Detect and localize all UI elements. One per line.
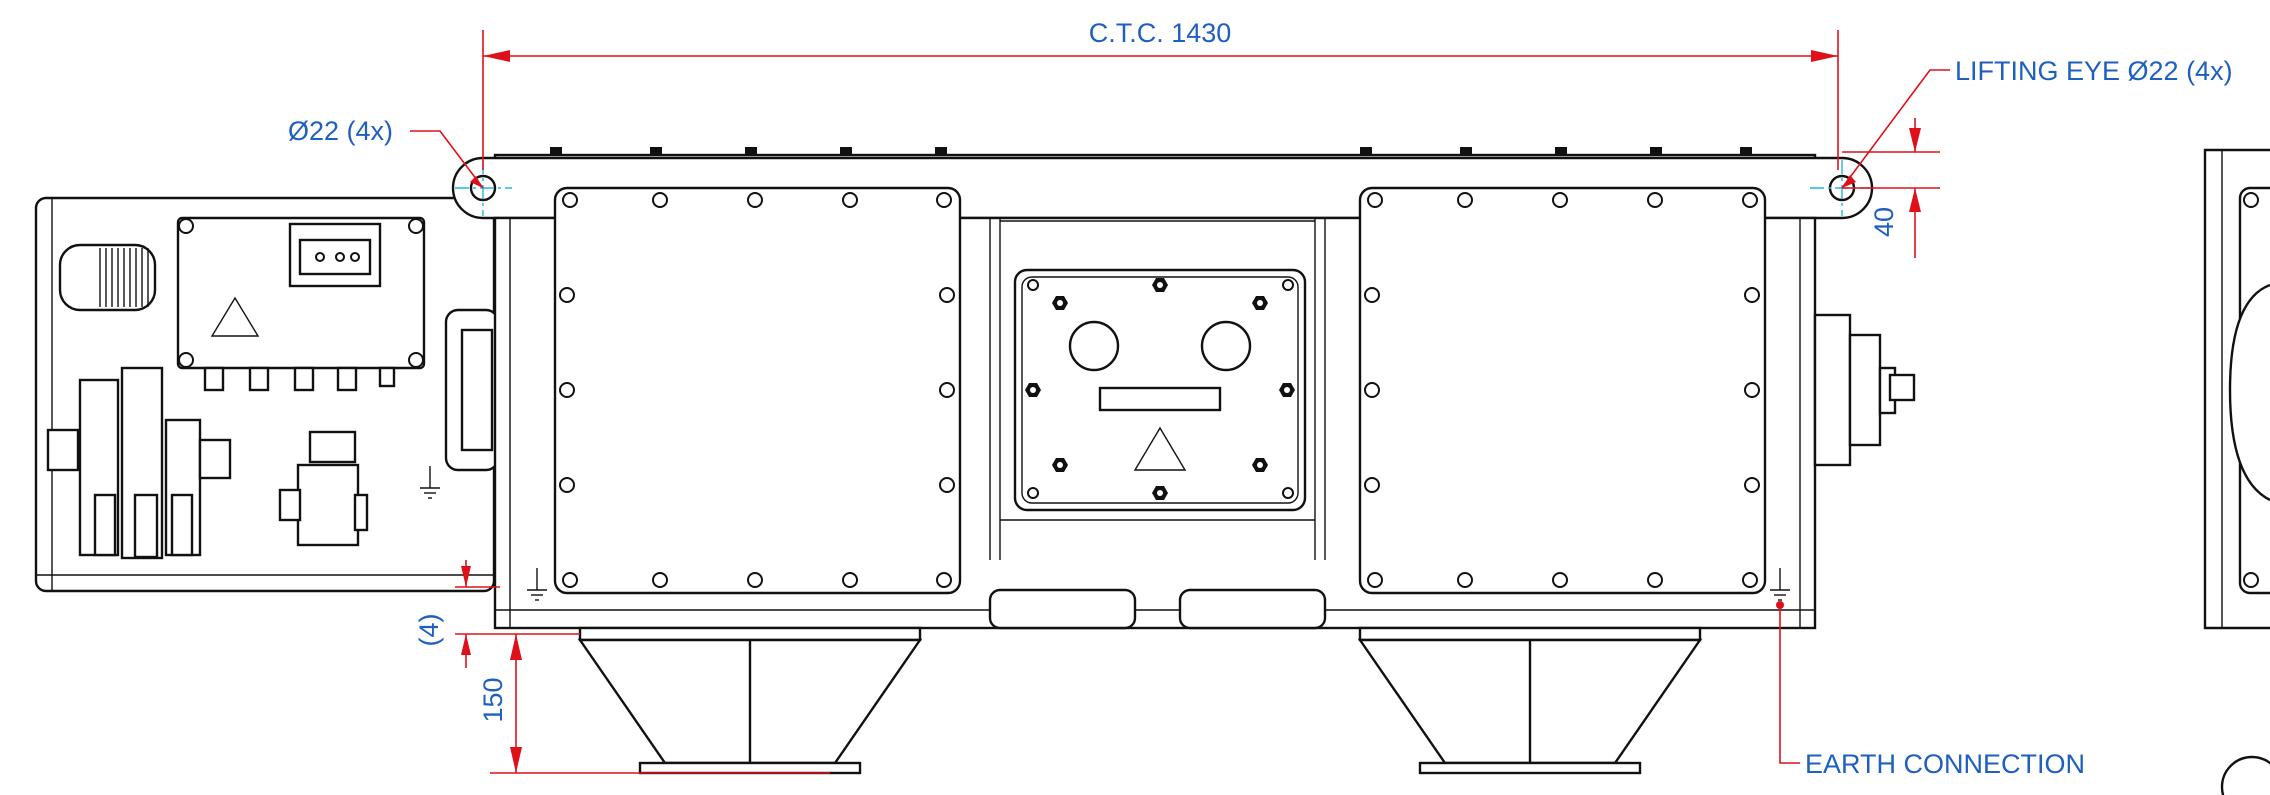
main-unit xyxy=(451,147,1916,775)
second-view-partial xyxy=(2203,148,2270,795)
dimension-gap: (4) xyxy=(414,560,580,668)
earth-label: EARTH CONNECTION xyxy=(1805,749,2085,779)
gap-label: (4) xyxy=(414,614,444,647)
warning-triangle-icon xyxy=(210,296,260,337)
ctc-label: C.T.C. 1430 xyxy=(1089,18,1232,48)
dimension-lifting-eye: LIFTING EYE Ø22 (4x) xyxy=(1841,56,2233,189)
eye-offset-label: 40 xyxy=(1869,207,1899,237)
dimension-eye-offset: 40 xyxy=(1842,118,1940,258)
dimension-earth: EARTH CONNECTION xyxy=(1779,605,2085,779)
hopper-height-label: 150 xyxy=(478,677,508,722)
dimension-hopper-height: 150 xyxy=(478,634,830,774)
dimension-hole-dia: Ø22 (4x) xyxy=(288,116,484,189)
control-cabinet xyxy=(34,196,496,593)
dimension-ctc: C.T.C. 1430 xyxy=(482,18,1839,170)
hole-dia-label: Ø22 (4x) xyxy=(288,116,393,146)
side-connector xyxy=(444,308,500,472)
lifting-eye-label: LIFTING EYE Ø22 (4x) xyxy=(1955,56,2233,86)
